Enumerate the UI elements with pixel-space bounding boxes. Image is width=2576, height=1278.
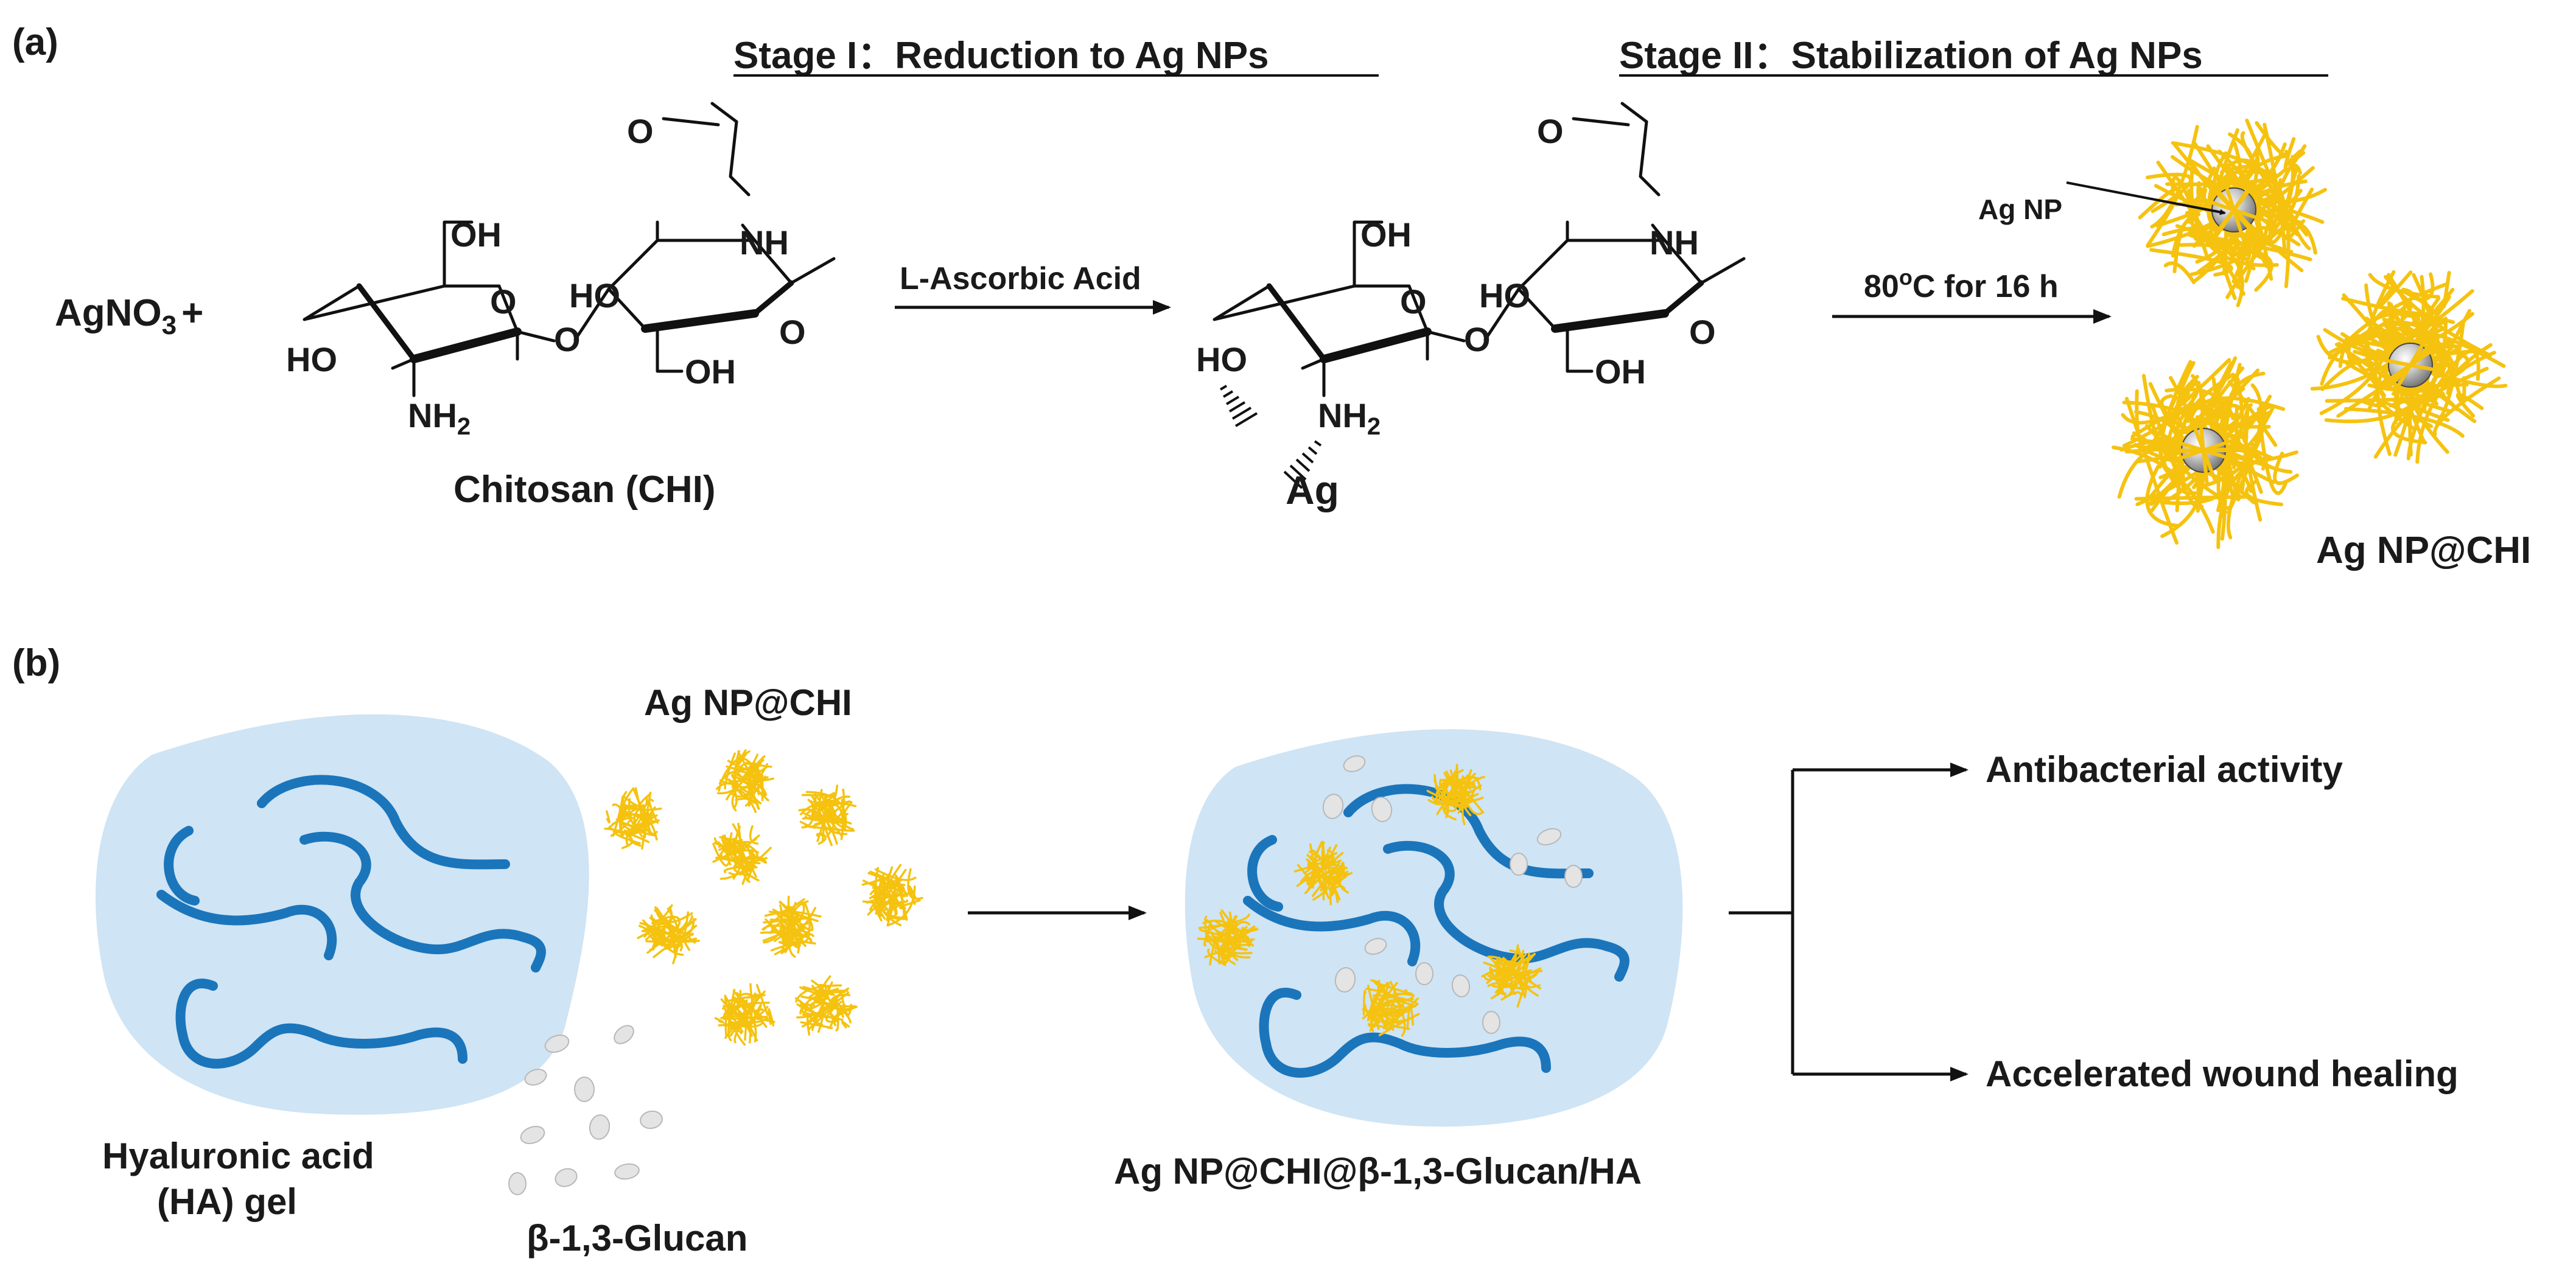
agnp-chi-particles: [2112, 118, 2508, 550]
ha-label-line2: (HA) gel: [157, 1181, 297, 1222]
svg-text:OH: OH: [450, 215, 502, 254]
chitosan-yarn-ball: [794, 975, 858, 1036]
glucan-grain: [1322, 794, 1344, 819]
chitosan-yarn-ball: [760, 895, 822, 958]
glucan-grain: [524, 1069, 547, 1086]
glucan-particles: [508, 1025, 663, 1195]
chitosan-structure: OH O HO NH2 O HO NH O OH O: [286, 102, 836, 440]
composite-polymer-chains: [1243, 784, 1629, 1078]
chitosan-ag-complex-structure: OH O HO NH2 O HO NH O OH O: [1196, 102, 1746, 489]
stage2-title: Stage II：Stabilization of Ag NPs: [1619, 35, 2203, 77]
svg-text:NH2: NH2: [408, 396, 471, 440]
glucan-grain: [1364, 938, 1387, 955]
glucan-grain: [1510, 853, 1528, 876]
glucan-grain: [1343, 755, 1366, 772]
chitosan-yarn-ball: [2112, 356, 2299, 550]
svg-text:O: O: [1689, 313, 1716, 351]
chitosan-yarn-ball: [798, 784, 857, 847]
glucan-grain: [614, 1025, 634, 1044]
composite-glucan-particles: [1322, 755, 1583, 1034]
agnp-pointer-arrow: [2066, 181, 2226, 215]
ha-label-line1: Hyaluronic acid: [102, 1136, 374, 1176]
glucan-grain: [1371, 797, 1393, 822]
chitosan-yarn-ball: [637, 904, 700, 965]
svg-text:O: O: [1464, 320, 1491, 358]
chitosan-yarn-ball: [1426, 764, 1485, 825]
composite-agnp-chi-particles: [1197, 764, 1543, 1037]
chitosan-yarn-ball: [2310, 270, 2508, 464]
glucan-grain: [1536, 828, 1562, 846]
svg-text:NH: NH: [740, 223, 789, 262]
glucan-grain: [1334, 967, 1356, 993]
glucan-grain: [555, 1168, 578, 1187]
product-label: Ag NP@CHI: [2316, 529, 2531, 571]
agnp-chi-label: Ag NP@CHI: [644, 682, 852, 723]
composite-label: Ag NP@CHI@β-1,3-Glucan/HA: [1114, 1151, 1642, 1192]
glucan-grain: [508, 1172, 527, 1195]
glucan-grain: [1451, 974, 1471, 997]
glucan-grain: [1482, 1011, 1500, 1034]
glucan-grain: [1415, 962, 1433, 985]
outcome-wound-healing: Accelerated wound healing: [1986, 1053, 2459, 1094]
svg-text:HO: HO: [286, 340, 337, 379]
reduction-reagent: L-Ascorbic Acid: [900, 261, 1141, 296]
chitosan-yarn-ball: [2138, 118, 2327, 307]
panel-a-label: (a): [12, 21, 58, 63]
glucan-grain: [574, 1077, 595, 1102]
chitosan-yarn-ball: [1293, 840, 1353, 906]
chitosan-yarn-ball: [714, 983, 775, 1046]
glucan-grain: [1564, 865, 1583, 888]
chitosan-yarn-ball: [1362, 979, 1420, 1037]
silver-label: Ag: [1286, 467, 1339, 512]
glucan-label: β-1,3-Glucan: [527, 1218, 747, 1259]
agnp-chi-small-particles: [604, 749, 923, 1046]
svg-text:O: O: [490, 282, 517, 321]
ha-polymer-chains: [156, 775, 546, 1069]
svg-text:O: O: [779, 313, 806, 351]
chitosan-yarn-ball: [861, 864, 923, 927]
chitosan-label: Chitosan (CHI): [453, 469, 716, 511]
glucan-grain: [614, 1163, 640, 1180]
svg-text:O: O: [1400, 282, 1427, 321]
panel-b-label: (b): [12, 642, 60, 684]
svg-text:NH2: NH2: [1318, 396, 1381, 440]
stage1-title: Stage I：Reduction to Ag NPs: [733, 35, 1269, 77]
agnp-pointer-label: Ag NP: [1978, 194, 2062, 225]
svg-text:HO: HO: [1479, 276, 1530, 315]
glucan-grain: [520, 1125, 545, 1145]
chitosan-yarn-ball: [1197, 909, 1259, 966]
chitosan-yarn-ball: [712, 822, 772, 885]
svg-text:OH: OH: [1595, 352, 1646, 391]
ha-gel-blob: [95, 714, 589, 1115]
outcome-branch: [1729, 763, 1969, 1081]
ag-coordination-bonds: [1219, 385, 1322, 489]
svg-text:O: O: [1537, 112, 1564, 150]
stabilization-condition: 80oC for 16 h: [1864, 265, 2059, 304]
glucan-grain: [640, 1110, 663, 1130]
svg-text:NH: NH: [1650, 223, 1699, 262]
svg-text:HO: HO: [569, 276, 620, 315]
svg-text:O: O: [627, 112, 654, 150]
chitosan-yarn-ball: [1481, 944, 1543, 1008]
outcome-antibacterial: Antibacterial activity: [1986, 749, 2343, 790]
chitosan-yarn-ball: [716, 749, 775, 813]
svg-text:OH: OH: [1360, 215, 1412, 254]
svg-text:O: O: [554, 320, 581, 358]
glucan-grain: [589, 1114, 611, 1140]
svg-text:OH: OH: [685, 352, 736, 391]
glucan-grain: [544, 1034, 570, 1053]
chitosan-yarn-ball: [604, 787, 662, 850]
composite-gel-blob: [1185, 729, 1683, 1127]
reactant-silver-nitrate: AgNO3+: [55, 292, 203, 340]
svg-text:HO: HO: [1196, 340, 1247, 379]
